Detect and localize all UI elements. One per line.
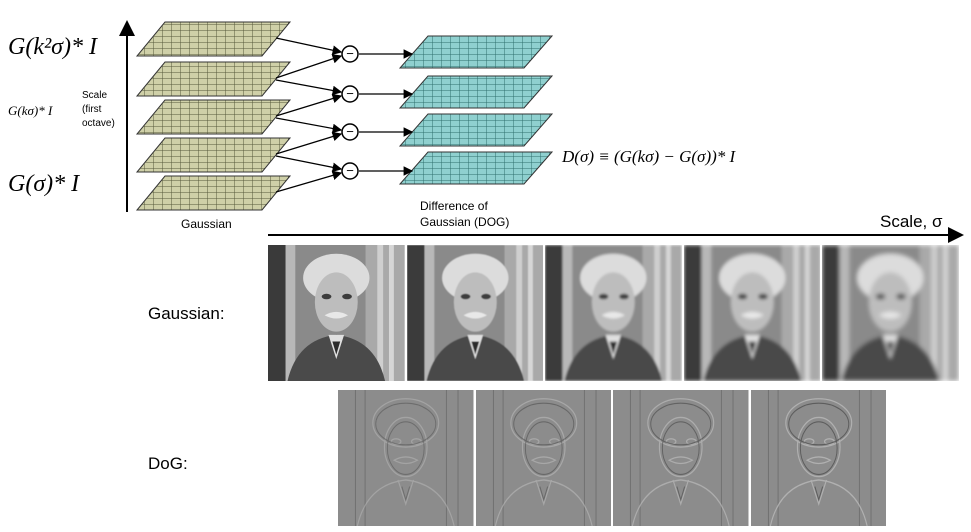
scale-label-line: (first [82, 104, 102, 115]
dog-formula: D(σ) ≡ (G(kσ) − G(σ))* I [562, 147, 736, 166]
gaussian-plate-2 [135, 137, 292, 173]
minus-circles: − − − − [341, 45, 359, 180]
dog-plate-2 [398, 113, 554, 147]
minus-circle [341, 162, 359, 180]
minus-symbol: − [346, 124, 354, 139]
minus-circle [341, 85, 359, 103]
gaussian-image-tile [268, 245, 405, 381]
arrow [275, 117, 343, 134]
scale-label-line: octave) [82, 118, 115, 129]
gaussian-image-tile [545, 245, 682, 381]
arrow [275, 37, 343, 55]
gaussian-plate-3 [135, 99, 292, 135]
dog-image-strip [338, 390, 888, 526]
dog-image-tile [475, 390, 611, 526]
formula-bottom: G(σ)* I [8, 171, 80, 197]
minus-circle [341, 45, 359, 63]
arrow [275, 155, 343, 173]
gaussian-plate-1 [135, 175, 292, 211]
dog-plate-4 [398, 35, 554, 69]
dog-row-label: DoG: [148, 454, 188, 473]
minus-symbol: − [346, 163, 354, 178]
gaussian-plate-4 [135, 61, 292, 97]
dog-plate-1 [398, 151, 554, 185]
scale-first-octave-label: Scale (first octave) [82, 89, 115, 131]
dog-stack-label: Difference of Gaussian (DOG) [420, 198, 509, 230]
scale-axis-label: Scale, σ [880, 212, 943, 231]
dog-plate-3 [398, 75, 554, 109]
dog-label-line: Gaussian (DOG) [420, 215, 510, 229]
arrow [275, 131, 343, 155]
arrow [275, 170, 343, 193]
minus-symbol: − [346, 46, 354, 61]
gaussian-image-strip [268, 245, 961, 381]
dog-label-line: Difference of [420, 199, 488, 213]
gaussian-row-label: Gaussian: [148, 304, 225, 323]
dog-image-tile [750, 390, 886, 526]
gaussian-image-tile [406, 245, 544, 381]
scale-label-line: Scale [82, 90, 108, 101]
gaussian-stack-label: Gaussian [181, 217, 232, 231]
arrow [275, 79, 343, 96]
arrow [275, 54, 343, 79]
dog-image-tile [613, 390, 749, 526]
minus-symbol: − [346, 86, 354, 101]
arrow [275, 93, 343, 117]
formula-mid: G(kσ)* I [8, 103, 53, 118]
dog-image-tile [338, 390, 474, 526]
gaussian-plate-5 [135, 21, 292, 57]
minus-circle [341, 123, 359, 141]
gaussian-image-tile [683, 245, 821, 381]
gaussian-image-tile [822, 245, 959, 381]
formula-top: G(k²σ)* I [8, 34, 97, 60]
